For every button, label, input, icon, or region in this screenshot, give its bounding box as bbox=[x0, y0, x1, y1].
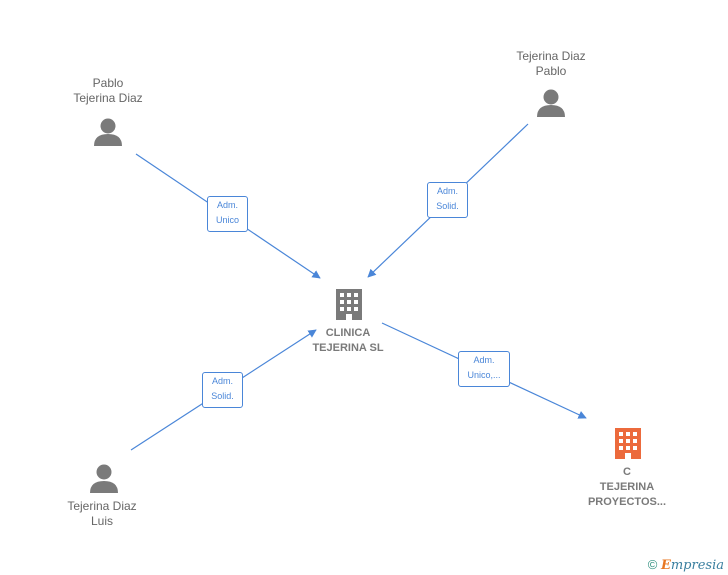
edge-label-adm-solid-top: Adm. Solid. bbox=[427, 182, 468, 218]
edge-label-line2: Unico,... bbox=[467, 370, 501, 380]
brand-logo: Empresia bbox=[661, 558, 724, 573]
company-name-line1: C bbox=[623, 466, 631, 478]
company-name-line3: PROYECTOS... bbox=[587, 496, 667, 508]
person-name-line1: Tejerina Diaz bbox=[67, 499, 137, 513]
footer-brand[interactable]: © Empresia bbox=[648, 557, 724, 573]
company-name-line1: CLINICA bbox=[325, 327, 371, 339]
edge-label-line2: Solid. bbox=[436, 201, 459, 211]
brand-rest: mpresia bbox=[670, 558, 724, 573]
edge-label-line1: Adm. bbox=[436, 186, 458, 196]
person-name-line2: Luis bbox=[90, 514, 113, 528]
person-label-tejerina-pablo[interactable]: Tejerina Diaz Pablo bbox=[499, 49, 603, 79]
copyright-icon: © bbox=[647, 557, 658, 572]
edge-label-adm-solid-bottom: Adm. Solid. bbox=[202, 372, 243, 408]
company-name-line2: TEJERINA SL bbox=[312, 342, 384, 354]
edge-label-line1: Adm. bbox=[473, 355, 495, 365]
person-label-luis[interactable]: Tejerina Diaz Luis bbox=[50, 499, 154, 529]
edge-label-adm-unico: Adm. Unico bbox=[207, 196, 248, 232]
person-name-line2: Pablo bbox=[535, 64, 567, 78]
building-icon-clinica[interactable] bbox=[336, 289, 362, 320]
person-name-line1: Tejerina Diaz bbox=[516, 49, 586, 63]
edge-label-line1: Adm. bbox=[211, 376, 233, 386]
person-name-line2: Tejerina Diaz bbox=[73, 91, 143, 105]
person-label-pablo[interactable]: Pablo Tejerina Diaz bbox=[56, 76, 160, 106]
edge-label-line1: Adm. bbox=[216, 200, 238, 210]
company-label-proyectos[interactable]: C TEJERINA PROYECTOS... bbox=[566, 465, 688, 510]
brand-initial: E bbox=[660, 558, 671, 573]
building-icon-proyectos[interactable] bbox=[615, 428, 641, 459]
edge-label-line2: Solid. bbox=[211, 391, 234, 401]
person-icon[interactable] bbox=[90, 464, 118, 494]
person-icon[interactable] bbox=[94, 118, 122, 147]
person-icon[interactable] bbox=[537, 89, 565, 118]
company-name-line2: TEJERINA bbox=[599, 481, 655, 493]
company-label-clinica[interactable]: CLINICA TEJERINA SL bbox=[296, 326, 400, 356]
edge-label-adm-unico-more: Adm. Unico,... bbox=[458, 351, 510, 387]
person-name-line1: Pablo bbox=[92, 76, 124, 90]
edge-label-line2: Unico bbox=[215, 215, 239, 225]
